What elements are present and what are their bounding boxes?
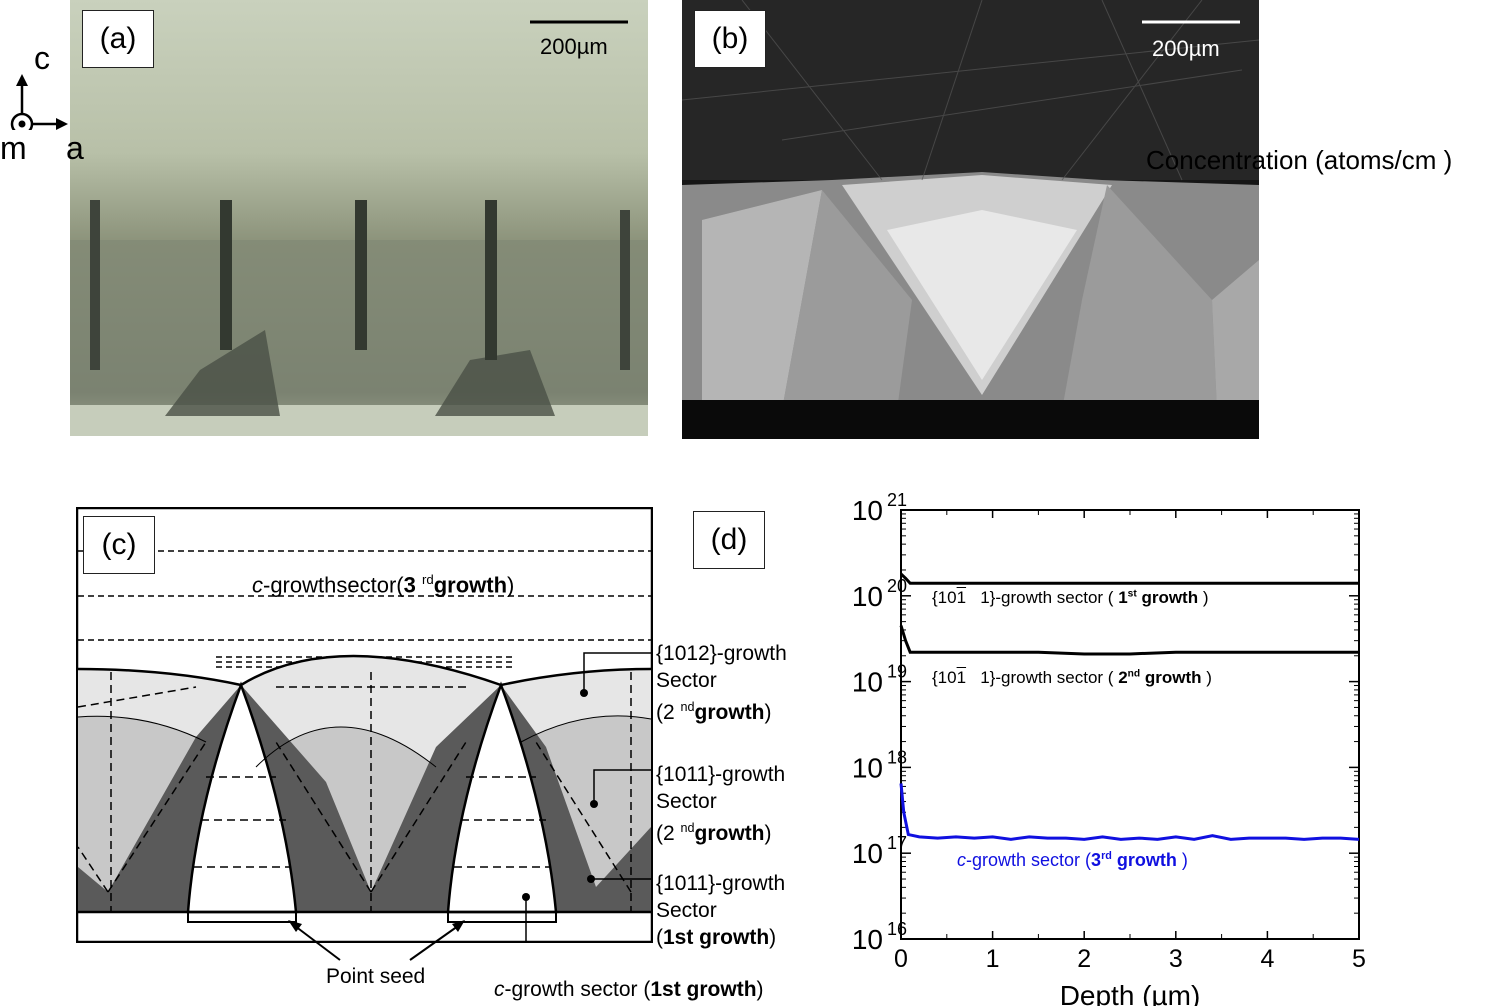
y-tick-label: 10 xyxy=(852,838,883,869)
sector-1012-pre: (2 xyxy=(656,701,681,724)
micrograph-b xyxy=(682,0,1259,439)
c-sector-bold-b: growth xyxy=(433,572,508,598)
axis-m-label: m xyxy=(0,130,27,166)
series-2nd-growth-label: {101 1}-growth sector ( 2nd growth ) xyxy=(932,668,1212,687)
y-tick-label: 10 xyxy=(852,667,883,698)
y-tick-exponent: 17 xyxy=(887,833,907,853)
y-tick-label: 10 xyxy=(852,495,883,526)
c-growth-sector-1st-label: c-growth sector (1st growth) xyxy=(494,976,764,1003)
sector-1012-bold: growth xyxy=(694,701,765,724)
sector-1011-2nd-bold: growth xyxy=(694,822,765,845)
sector-1011-1st-pre: ( xyxy=(656,926,663,949)
panel-b-label: (b) xyxy=(694,10,766,68)
chart-y-axis-label: Concentration (atoms/cm ) xyxy=(1146,145,1453,175)
sector-1011-2nd-label: {1011}-growth Sector (2 ndgrowth) xyxy=(656,761,785,847)
y-tick-exponent: 21 xyxy=(887,490,907,510)
y-tick-label: 10 xyxy=(852,581,883,612)
c1-close: ) xyxy=(756,978,764,1001)
panel-b xyxy=(682,0,1259,439)
sector-1011-1st-line2: Sector xyxy=(656,899,717,922)
x-tick-label: 5 xyxy=(1352,945,1366,973)
sector-1012-post: ) xyxy=(764,701,772,724)
sector-1012-sup: nd xyxy=(680,700,695,714)
panel-a-label: (a) xyxy=(82,10,154,68)
sector-1012-label: {1012}-growth Sector (2 ndgrowth) xyxy=(656,640,787,726)
y-tick-label: 10 xyxy=(852,924,883,955)
sector-1011-1st-bold: 1st growth xyxy=(663,926,770,949)
series-line-2 xyxy=(899,625,1359,656)
panel-b-scale-label: 200µm xyxy=(1152,36,1220,61)
panel-c xyxy=(75,506,654,944)
series-line-1 xyxy=(899,572,1359,585)
sector-1011-1st-post: ) xyxy=(769,926,777,949)
c-italic: c xyxy=(252,572,263,598)
c1-text: -growth sector ( xyxy=(504,978,651,1001)
panel-d-label: (d) xyxy=(693,511,765,569)
x-tick-label: 1 xyxy=(986,945,1000,973)
y-tick-exponent: 18 xyxy=(887,747,907,767)
c-sector-text: -growthsector( xyxy=(263,572,404,598)
c1-bold: 1st growth xyxy=(650,978,757,1001)
x-tick-label: 0 xyxy=(894,945,908,973)
x-axis-label: Depth (µm) xyxy=(1060,980,1201,1006)
crystal-axes-indicator xyxy=(10,74,68,130)
schematic-c xyxy=(75,506,654,944)
x-tick-label: 2 xyxy=(1077,945,1091,973)
sector-1011-2nd-pre: (2 xyxy=(656,822,681,845)
c-sector-close: ) xyxy=(507,572,515,598)
series-line-3 xyxy=(899,783,1360,841)
sector-1012-line2: Sector xyxy=(656,669,717,692)
point-seed-label: Point seed xyxy=(326,965,426,988)
micrograph-a xyxy=(70,0,648,436)
sector-1011-2nd-line1: {1011}-growth xyxy=(656,763,786,786)
y-tick-exponent: 20 xyxy=(887,576,907,596)
axis-c-label: c xyxy=(34,40,50,76)
c1-italic: c xyxy=(494,978,505,1001)
c-growth-sector-3rd-label: c-growthsector(3 rdgrowth) xyxy=(252,566,514,598)
y-tick-label: 10 xyxy=(852,752,883,783)
sector-1011-1st-line1: {1011}-growth xyxy=(656,872,786,895)
point-seed-arrows xyxy=(288,920,465,961)
c-sector-sup: rd xyxy=(421,572,434,587)
sector-1012-line1: {1012}-growth xyxy=(656,642,787,665)
sector-1011-2nd-line2: Sector xyxy=(656,790,717,813)
sector-1011-1st-label: {1011}-growth Sector (1st growth) xyxy=(656,870,785,951)
sector-1011-2nd-sup: nd xyxy=(680,821,695,835)
sector-1011-2nd-post: ) xyxy=(764,822,772,845)
y-tick-exponent: 19 xyxy=(887,662,907,682)
x-tick-label: 4 xyxy=(1260,945,1274,973)
panel-a-scale-label: 200µm xyxy=(540,34,608,59)
x-tick-label: 3 xyxy=(1169,945,1183,973)
series-1st-growth-label: {101 1}-growth sector ( 1st growth ) xyxy=(932,588,1209,607)
y-tick-exponent: 16 xyxy=(887,919,907,939)
axis-a-label: a xyxy=(66,130,84,166)
c-sector-bold-a: 3 xyxy=(403,572,422,598)
panel-c-label: (c) xyxy=(83,516,155,574)
series-3rd-growth-label: c-growth sector (3rd growth ) xyxy=(957,850,1188,870)
plot-frame xyxy=(900,509,1360,940)
panel-a xyxy=(70,0,648,436)
